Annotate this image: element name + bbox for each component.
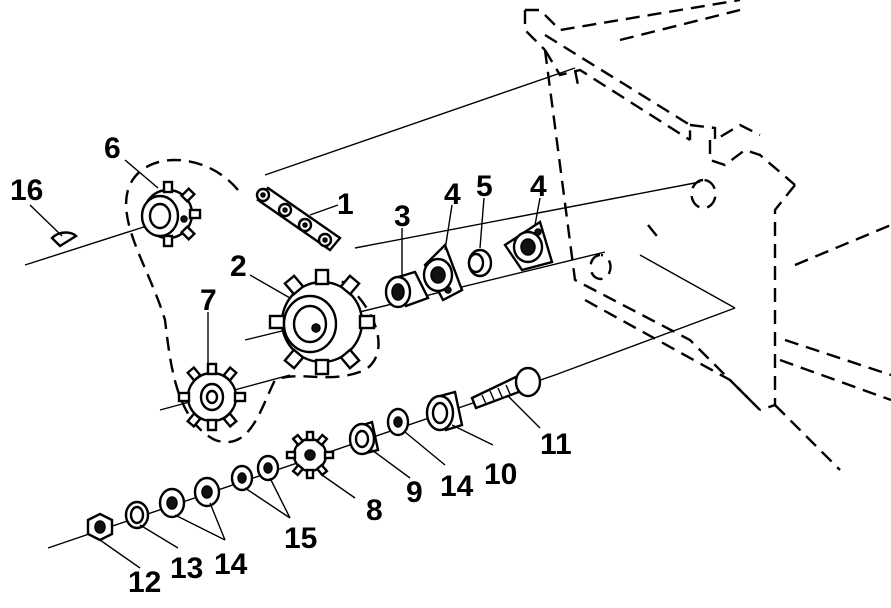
bushing-10	[425, 390, 464, 432]
washer-15-b	[230, 464, 254, 492]
sprocket-8	[285, 430, 335, 480]
callout-11: 11	[540, 428, 572, 461]
lock-washer-13	[124, 500, 150, 530]
washer-15-a	[256, 454, 280, 482]
callout-labels: 1 2 3 4 4 5 6 7 8 9 10 11 12 13 14 14 15…	[10, 132, 572, 599]
sprocket-6	[140, 180, 202, 248]
leader-lines	[29, 159, 541, 569]
callout-14-lower: 14	[214, 548, 248, 581]
callout-5: 5	[476, 170, 493, 203]
bushing-9	[348, 420, 380, 456]
callout-16: 16	[10, 174, 43, 207]
callout-6: 6	[104, 132, 121, 165]
hex-nut-12	[86, 512, 114, 542]
callout-15: 15	[284, 522, 317, 555]
callout-8: 8	[366, 494, 383, 527]
callout-4-right: 4	[530, 170, 547, 203]
callout-14-upper: 14	[440, 470, 474, 503]
washer-14-upper	[386, 407, 410, 437]
callout-2: 2	[230, 250, 247, 283]
flange-bearing-4-left	[422, 242, 464, 302]
washer-14-lower-b	[158, 487, 186, 519]
callout-7: 7	[200, 284, 217, 317]
callout-12: 12	[128, 566, 161, 599]
bolt-11	[470, 366, 542, 410]
callout-1: 1	[337, 188, 354, 221]
callout-4-left: 4	[444, 178, 461, 211]
roller-chain-1	[255, 186, 342, 252]
frame-outline	[523, 0, 891, 471]
sprocket-2	[268, 268, 376, 376]
callout-9: 9	[406, 476, 423, 509]
sprocket-7	[177, 362, 247, 432]
washer-14-lower-a	[193, 476, 221, 508]
collar-3	[384, 270, 430, 309]
woodruff-key-16	[50, 231, 78, 248]
callout-10: 10	[484, 458, 517, 491]
callout-3: 3	[394, 200, 411, 233]
flange-bearing-4-right	[503, 220, 554, 272]
spacer-5	[467, 248, 493, 278]
callout-13: 13	[170, 552, 203, 585]
